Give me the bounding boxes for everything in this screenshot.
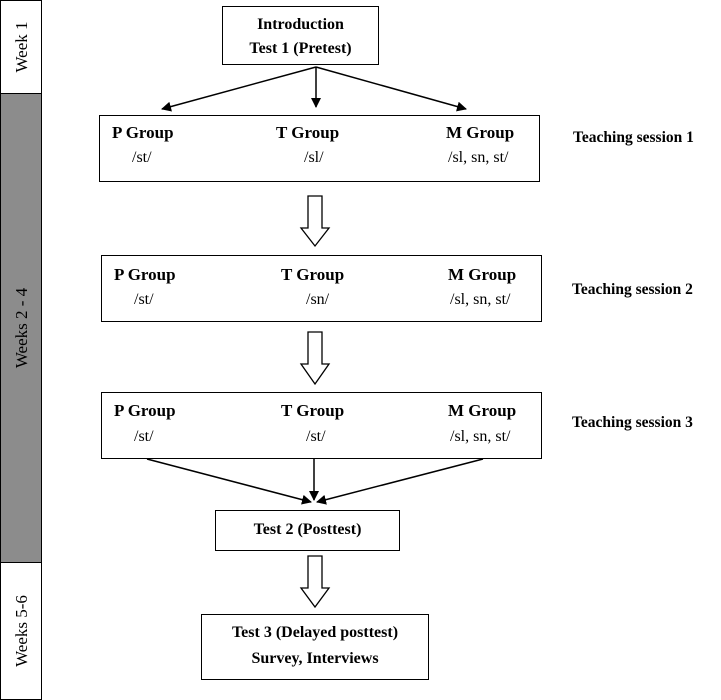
- s2-p-group: P Group: [114, 265, 176, 284]
- hollow-arrow-session2-to-3: [299, 331, 331, 386]
- s1-p-sounds: /st/: [132, 149, 152, 166]
- s1-p-group: P Group: [112, 123, 174, 142]
- s3-m-sounds: /sl, sn, st/: [450, 428, 511, 445]
- s2-m-group: M Group: [448, 265, 517, 284]
- test-3-box: Test 3 (Delayed posttest) Survey, Interv…: [201, 614, 429, 680]
- s1-t-group: T Group: [276, 123, 340, 142]
- teaching-session-1-label: Teaching session 1: [573, 129, 694, 146]
- s3-m-group: M Group: [448, 401, 517, 420]
- arrow-p-group-to-test2: [146, 458, 312, 505]
- arrow-intro-to-m-group: [315, 66, 467, 112]
- arrow-intro-to-p-group: [161, 66, 317, 112]
- s3-p-group: P Group: [114, 401, 176, 420]
- timeline-week-1: Week 1: [0, 0, 42, 94]
- hollow-arrow-session1-to-2: [299, 195, 331, 248]
- hollow-arrow-test2-to-test3: [299, 555, 331, 609]
- teaching-session-3-label: Teaching session 3: [572, 414, 693, 431]
- s1-m-group: M Group: [446, 123, 515, 142]
- test-2-box: Test 2 (Posttest): [215, 510, 400, 551]
- intro-box: Introduction Test 1 (Pretest): [222, 6, 379, 65]
- s2-t-sounds: /sn/: [306, 291, 330, 308]
- s3-t-group: T Group: [281, 401, 345, 420]
- intro-title: Introduction: [257, 16, 344, 33]
- test-3-title: Test 3 (Delayed posttest): [231, 624, 399, 641]
- s1-m-sounds: /sl, sn, st/: [448, 149, 509, 166]
- s2-m-sounds: /sl, sn, st/: [450, 291, 511, 308]
- teaching-session-2-label: Teaching session 2: [572, 281, 693, 298]
- test-3-subtitle: Survey, Interviews: [251, 650, 379, 667]
- s1-t-sounds: /sl/: [304, 149, 324, 166]
- s3-t-sounds: /st/: [306, 428, 326, 445]
- s2-t-group: T Group: [281, 265, 345, 284]
- arrow-m-group-to-test2: [316, 458, 484, 505]
- session-1-box: P Group /st/ T Group /sl/ M Group /sl, s…: [99, 115, 540, 182]
- session-3-box: P Group /st/ T Group /st/ M Group /sl, s…: [101, 392, 542, 459]
- s3-p-sounds: /st/: [134, 428, 154, 445]
- timeline-weeks-2-4: Weeks 2 - 4: [0, 93, 42, 563]
- intro-pretest: Test 1 (Pretest): [249, 40, 352, 57]
- session-2-box: P Group /st/ T Group /sn/ M Group /sl, s…: [101, 255, 542, 322]
- test-2-label: Test 2 (Posttest): [253, 521, 362, 538]
- s2-p-sounds: /st/: [134, 291, 154, 308]
